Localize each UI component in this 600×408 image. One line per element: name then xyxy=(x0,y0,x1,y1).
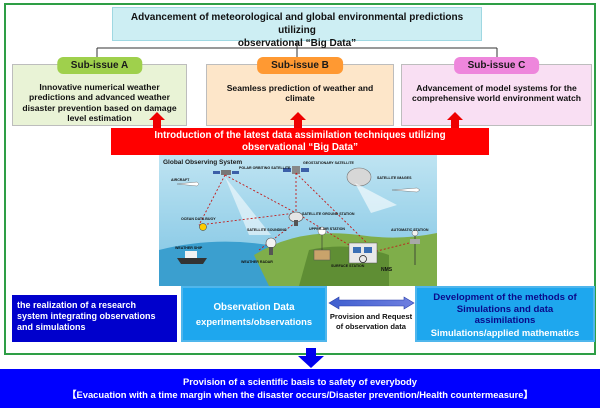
outer-frame xyxy=(4,3,596,355)
label-nms: NMS xyxy=(381,267,393,273)
observation-data-box: Observation Data experiments/observation… xyxy=(181,286,327,342)
label-upper-air-station: UPPER-AIR STATION xyxy=(309,227,345,231)
development-line1: Development of the methods of xyxy=(433,292,577,303)
main-goal-line1: Advancement of meteorological and global… xyxy=(130,12,464,36)
subissue-c-tag: Sub-issue C xyxy=(453,57,540,74)
subissue-a-line4: level estimation xyxy=(67,113,132,124)
satellite-image-beam xyxy=(355,183,397,213)
label-weather-radar: WEATHER RADAR xyxy=(241,260,273,264)
global-observing-system-illustration: Global Observing System xyxy=(159,155,437,286)
label-surface-station: SURFACE STATION xyxy=(331,264,365,268)
label-geostationary-satellite: GEOSTATIONARY SATELLITE xyxy=(303,161,355,165)
development-line4: Simulations/applied mathematics xyxy=(430,326,580,338)
ocean-buoy-icon xyxy=(199,223,207,231)
satellite-sounding-beam xyxy=(225,177,271,235)
observation-title: Observation Data xyxy=(213,302,295,313)
label-polar-satellite: POLAR ORBITING SATELLITE xyxy=(239,166,291,170)
development-line2: Simulations and data xyxy=(456,303,554,315)
nms-building-icon xyxy=(348,242,378,264)
subissue-a-line2: predictions and advanced weather xyxy=(29,92,170,103)
label-satellite-images: SATELLITE IMAGES xyxy=(377,176,412,180)
subissue-b-tag: Sub-issue B xyxy=(257,57,343,74)
observation-subtitle: experiments/observations xyxy=(195,316,313,327)
double-arrow-icon xyxy=(328,296,415,310)
illustration-title: Global Observing System xyxy=(163,159,242,166)
subissue-c-line2: comprehensive world environment watch xyxy=(411,93,582,104)
realization-box: the realization of a research system int… xyxy=(12,295,177,342)
provision-text: Provision and Request of observation dat… xyxy=(328,312,414,332)
realization-line2: system integrating observations xyxy=(17,311,156,321)
subissue-a-tag: Sub-issue A xyxy=(56,57,143,74)
weather-radar-icon xyxy=(265,237,277,255)
development-line3: assimilations xyxy=(474,315,536,326)
ground-station-icon xyxy=(288,211,304,226)
communication-links xyxy=(198,172,410,254)
geostationary-satellite-icon xyxy=(283,166,309,174)
provision-line1: Provision and Request xyxy=(329,312,413,321)
subissue-a-line1: Innovative numerical weather xyxy=(39,82,160,92)
bottom-line2: 【Evacuation with a time margin when the … xyxy=(67,389,533,400)
realization-line3: and simulations xyxy=(17,322,86,332)
bottom-line1: Provision of a scientific basis to safet… xyxy=(183,376,417,387)
scientific-basis-banner: Provision of a scientific basis to safet… xyxy=(0,369,600,408)
red-arrow-up-icon xyxy=(290,112,306,128)
aircraft-icon xyxy=(176,181,421,193)
label-weather-ship: WEATHER SHIP xyxy=(175,246,203,250)
subissue-b-text: Seamless prediction of weather and clima… xyxy=(210,83,390,104)
subissue-c-box: Sub-issue C Advancement of model systems… xyxy=(401,57,592,126)
label-aircraft: AIRCRAFT xyxy=(171,178,190,182)
realization-line1: the realization of a research xyxy=(17,300,137,310)
development-box: Development of the methods of Simulation… xyxy=(415,286,595,342)
weather-ship-icon xyxy=(177,251,207,264)
label-automatic-station: AUTOMATIC STATION xyxy=(391,228,429,232)
subissue-c-text: Advancement of model systems for the com… xyxy=(405,83,588,104)
subissue-a-box: Sub-issue A Innovative numerical weather… xyxy=(12,57,187,126)
illustration-labels: AIRCRAFT POLAR ORBITING SATELLITE GEOSTA… xyxy=(171,161,429,273)
label-ocean-buoy: OCEAN DATA BUOY xyxy=(181,217,216,221)
arrow-down-icon xyxy=(298,348,324,368)
subissue-a-line3: disaster prevention based on damage xyxy=(22,102,177,113)
label-ground-station: SATELLITE GROUND STATION xyxy=(302,212,355,216)
subissue-b-line1: Seamless prediction of weather and xyxy=(226,83,374,93)
polar-satellite-icon xyxy=(213,170,239,175)
subissue-b-line2: climate xyxy=(285,93,315,104)
banner-line1: Introduction of the latest data assimila… xyxy=(154,130,446,141)
red-arrow-up-icon xyxy=(447,112,463,128)
automatic-station-icon xyxy=(410,229,420,265)
provision-line2: of observation data xyxy=(335,322,407,331)
subissue-a-text: Innovative numerical weather predictions… xyxy=(16,82,183,124)
data-assimilation-banner: Introduction of the latest data assimila… xyxy=(111,128,489,155)
upper-air-station-icon xyxy=(313,226,331,261)
red-arrow-up-icon xyxy=(149,112,165,128)
label-satellite-sounding: SATELLITE SOUNDING xyxy=(247,228,287,232)
subissue-c-line1: Advancement of model systems for the xyxy=(416,83,577,93)
banner-line2: observational “Big Data” xyxy=(242,142,358,153)
